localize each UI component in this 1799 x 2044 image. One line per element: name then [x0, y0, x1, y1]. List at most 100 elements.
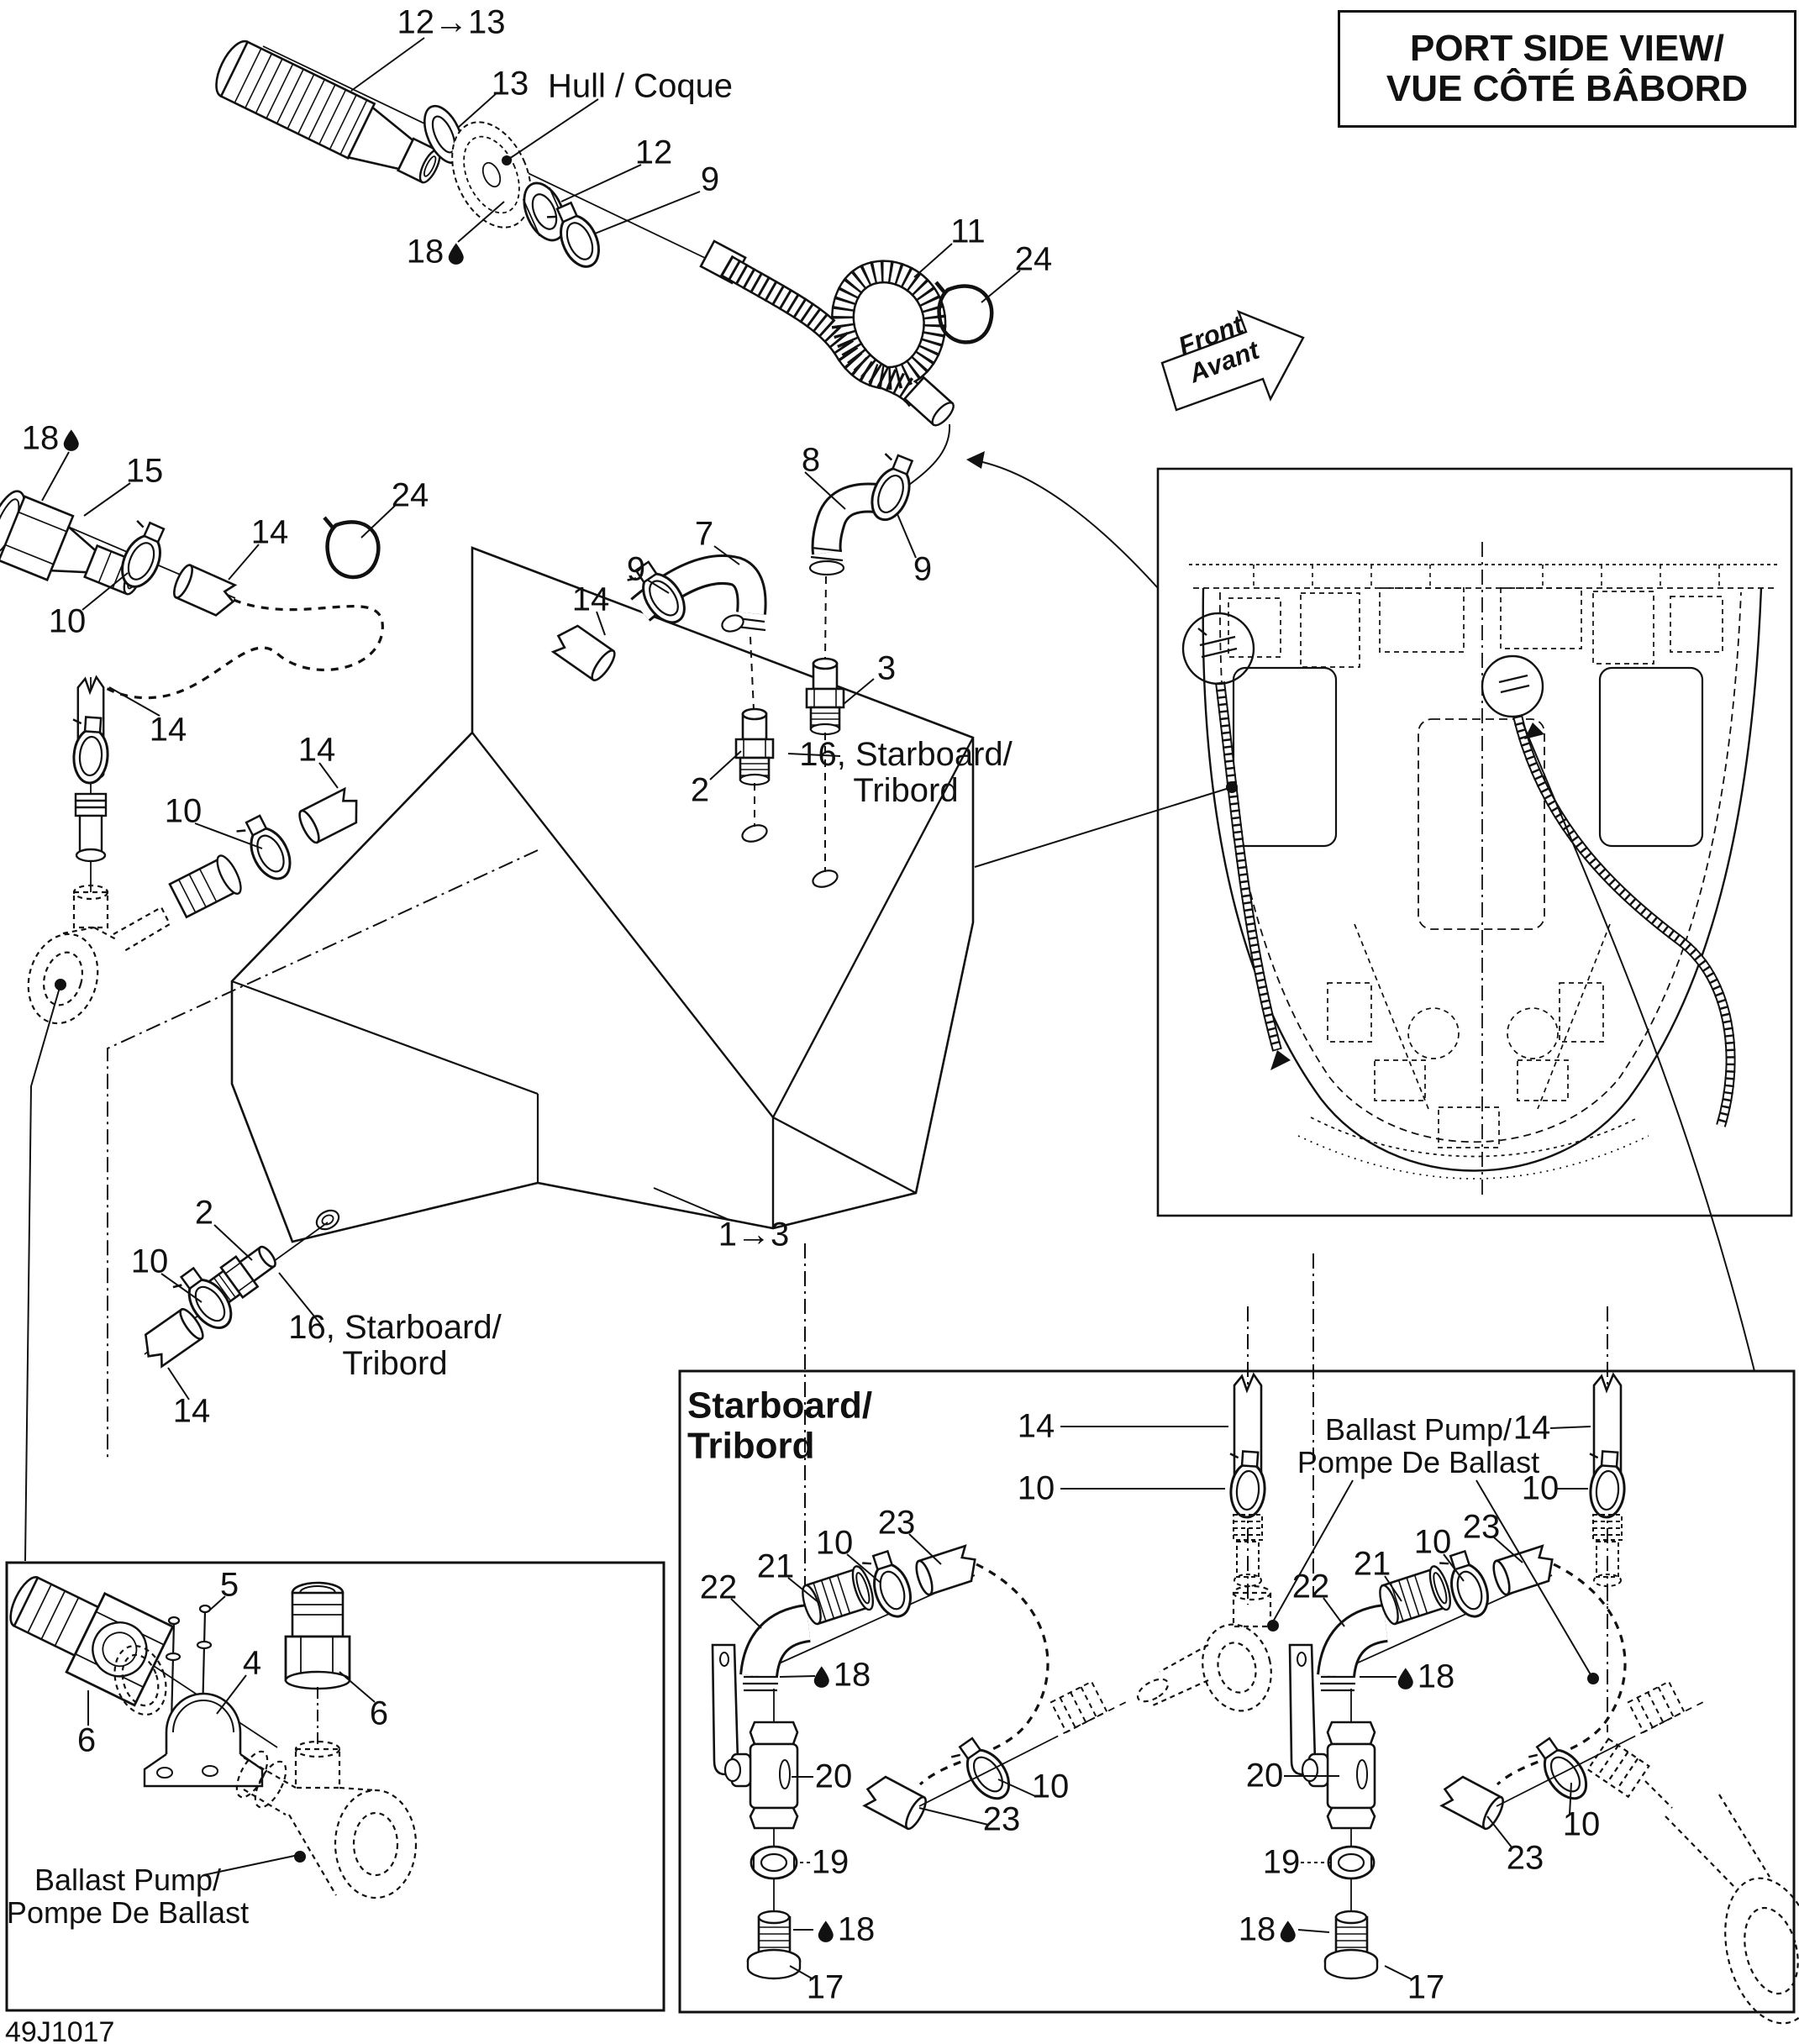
callout-text-11: 11: [950, 213, 986, 250]
top-fitting-assembly: [215, 39, 994, 488]
callout-text-17-R: 17: [1407, 1968, 1445, 2006]
callout-14-e: 14: [173, 1393, 211, 1429]
callout-text-10-a: 10: [48, 602, 87, 640]
callout-text-6-right: 6: [369, 1695, 389, 1732]
callout-14-a: 14: [251, 514, 289, 550]
callout-text-19-L: 19: [811, 1843, 850, 1881]
callout-10-Rb: 10: [1563, 1806, 1601, 1842]
callout-20-R: 20: [1246, 1758, 1284, 1794]
callout-18-R2: 18: [1239, 1911, 1300, 1947]
callout-text-23-Lb: 23: [982, 1800, 1021, 1838]
fluid-droplet-icon: [63, 429, 79, 451]
callout-1-3: 1→3: [718, 1216, 790, 1253]
callout-text-hull-coque: Hull / Coque: [547, 67, 734, 105]
callout-text-22-L: 22: [699, 1568, 738, 1606]
callout-text-18-left: 18: [21, 419, 60, 457]
callout-text-18-R2: 18: [1238, 1910, 1276, 1948]
starboard-detail-box: [678, 1369, 1796, 2014]
hull-top-view: [1181, 542, 1780, 1200]
callout-text-23-L: 23: [877, 1504, 916, 1542]
callout-text-4: 4: [242, 1644, 262, 1682]
title-line-2: VUE CÔTÉ BÂBORD: [1386, 68, 1749, 109]
callout-text-10-Lb: 10: [1031, 1768, 1070, 1805]
callout-17-L: 17: [807, 1969, 844, 2005]
callout-text-10-R: 10: [1521, 1469, 1560, 1507]
callout-text-22-R: 22: [1291, 1568, 1330, 1605]
callout-23-Lb: 23: [983, 1801, 1021, 1837]
hidden-ballast-pump-starboard: [1136, 1584, 1272, 1712]
callout-10-Lb: 10: [1032, 1768, 1070, 1805]
callout-text-16-b: 16, Starboard/ Tribord: [288, 1308, 502, 1382]
callout-12-13: 12→13: [397, 4, 506, 40]
callout-text-18-top: 18: [406, 233, 444, 271]
callout-18-L2: 18: [814, 1911, 875, 1947]
callout-text-18-R1: 18: [1417, 1658, 1455, 1695]
callout-23-L: 23: [878, 1505, 916, 1541]
callout-16-a: 16, Starboard/ Tribord: [799, 735, 1013, 809]
callout-text-13: 13: [491, 65, 529, 102]
callout-text-14-d: 14: [571, 581, 610, 618]
callout-text-18-L1: 18: [833, 1656, 871, 1694]
hidden-ballast-pump-port: [1586, 1737, 1799, 2025]
callout-19-L: 19: [812, 1844, 850, 1880]
callout-hull-coque: Hull / Coque: [548, 68, 733, 104]
callout-10-a: 10: [49, 603, 87, 639]
callout-text-9-top: 9: [700, 160, 720, 198]
corrugated-hose: [719, 255, 955, 488]
fluid-droplet-icon: [1280, 1921, 1296, 1942]
callout-text-14-c: 14: [297, 731, 336, 769]
callout-14-R: 14: [1513, 1410, 1551, 1446]
hull-inset-box: [1156, 467, 1793, 1217]
callout-20-L: 20: [815, 1758, 853, 1794]
callout-text-19-R: 19: [1262, 1843, 1301, 1881]
left-fitting-cluster: [0, 490, 539, 1562]
callout-14-d: 14: [572, 581, 610, 617]
callout-text-20-L: 20: [814, 1758, 853, 1795]
callout-text-2-b: 2: [194, 1194, 214, 1232]
callout-text-12: 12: [634, 134, 673, 171]
callout-text-10-Rm: 10: [1413, 1523, 1452, 1561]
callout-text-3: 3: [876, 649, 897, 687]
callout-21-R: 21: [1354, 1546, 1391, 1582]
callout-text-starboard-heading: Starboard/ Tribord: [687, 1385, 873, 1466]
callout-text-8: 8: [801, 441, 821, 479]
callout-10-d: 10: [131, 1243, 169, 1279]
callout-10-Lm: 10: [816, 1525, 854, 1561]
callout-14-L: 14: [1018, 1408, 1055, 1444]
callout-11: 11: [950, 213, 986, 250]
callout-text-10-Lm: 10: [815, 1524, 854, 1562]
callout-23-Rb: 23: [1507, 1840, 1544, 1876]
callout-2: 2: [691, 772, 709, 808]
callout-text-24-top: 24: [1014, 240, 1053, 278]
callout-text-ballast-pump-right: Ballast Pump/ Pompe De Ballast: [1297, 1412, 1540, 1479]
callout-6-left: 6: [77, 1722, 96, 1758]
callout-text-14-e: 14: [172, 1392, 211, 1430]
fluid-droplet-icon: [813, 1666, 829, 1688]
hull-disc: [451, 121, 532, 229]
callout-9-left: 9: [627, 551, 645, 587]
pump-detail-box: [5, 1561, 665, 2012]
callout-text-7: 7: [694, 515, 714, 553]
callout-text-17-L: 17: [806, 1968, 844, 2006]
title-line-1: PORT SIDE VIEW/: [1409, 27, 1725, 69]
callout-21-L: 21: [757, 1548, 795, 1584]
callout-10-c: 10: [165, 793, 203, 829]
center-fittings: [548, 449, 923, 872]
callout-text-9-left: 9: [626, 550, 646, 588]
callout-22-R: 22: [1292, 1568, 1330, 1605]
starboard-assemblies: [713, 1306, 1799, 2025]
inset-leaders: [966, 451, 1755, 1372]
callout-text-23-Rb: 23: [1506, 1839, 1544, 1877]
callout-text-9-right: 9: [913, 550, 933, 588]
callout-24-left: 24: [392, 477, 429, 513]
hidden-ballast-pump-left: [27, 884, 171, 1025]
callout-18-top: 18: [407, 234, 468, 270]
callout-10-L: 10: [1018, 1470, 1055, 1506]
callout-text-6-left: 6: [76, 1721, 97, 1759]
tank-outlet-chain: [136, 1222, 329, 1371]
callout-22-L: 22: [700, 1569, 738, 1605]
callout-9-right: 9: [913, 551, 932, 587]
callout-text-16-a: 16, Starboard/ Tribord: [799, 735, 1013, 809]
